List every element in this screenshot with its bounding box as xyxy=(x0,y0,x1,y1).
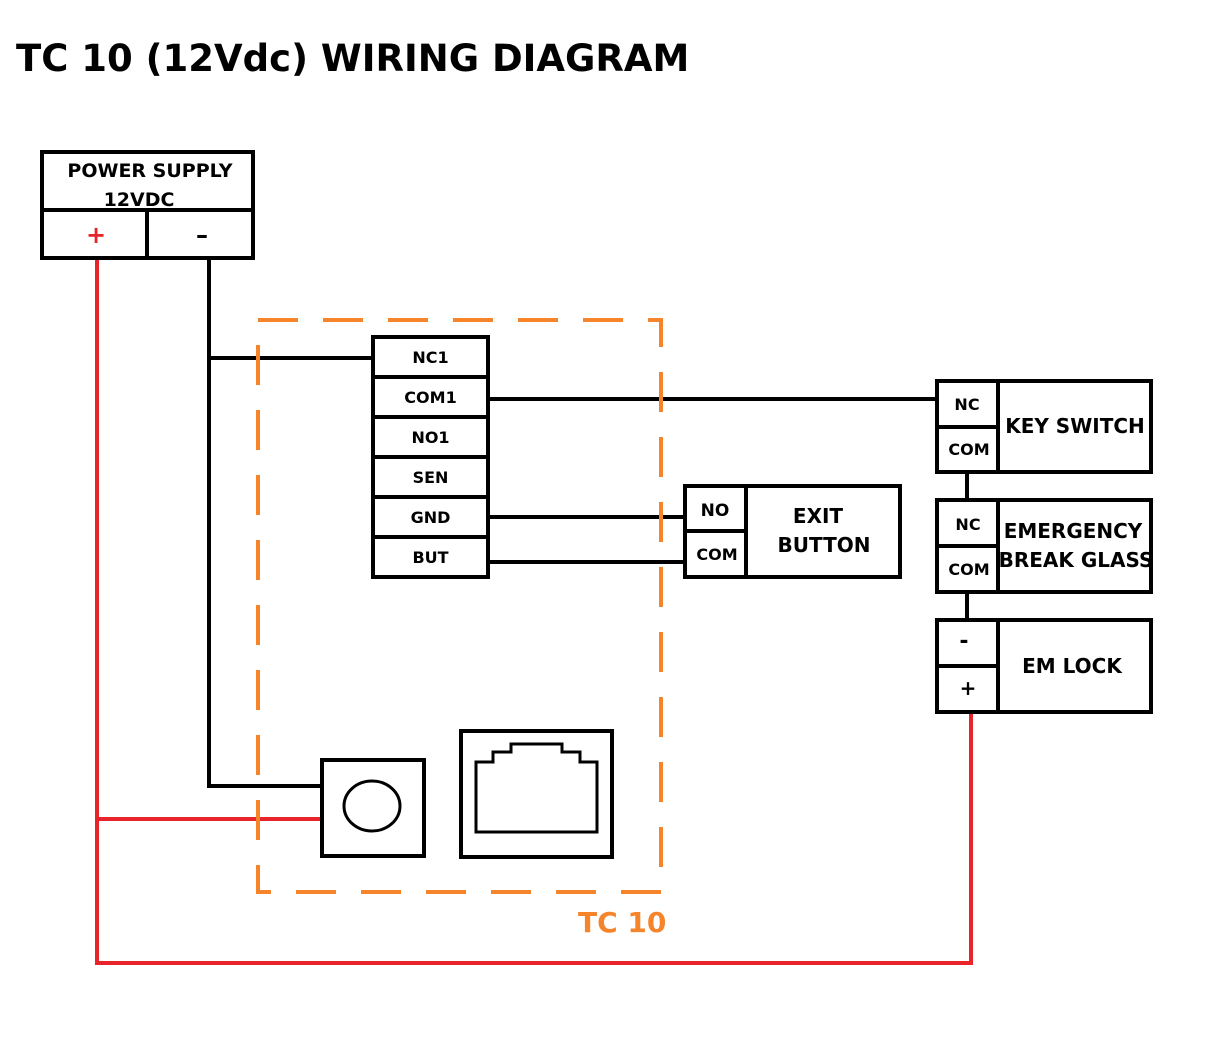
break-glass-com-terminal: COM xyxy=(948,560,989,579)
terminal-gnd-cell xyxy=(371,495,490,539)
key-switch-nc-terminal: NC xyxy=(954,395,979,414)
terminal-gnd-label: GND xyxy=(411,508,451,527)
ethernet-port-box xyxy=(459,729,614,859)
ethernet-port xyxy=(459,729,614,859)
power-supply-voltage: 12VDC xyxy=(104,189,175,211)
terminal-com1-label: COM1 xyxy=(404,388,456,407)
tc10-label: TC 10 xyxy=(578,906,666,939)
wires xyxy=(95,259,973,965)
key-switch-com-terminal: COM xyxy=(948,440,989,459)
break-glass-nc-terminal: NC xyxy=(955,515,980,534)
exit-button-com-terminal: COM xyxy=(696,545,737,564)
break-glass-name-line2: BREAK GLASS xyxy=(999,548,1154,572)
em-lock-negative-terminal: - xyxy=(959,629,968,654)
key-switch: NC COM KEY SWITCH xyxy=(935,379,1153,474)
exit-button-no-terminal: NO xyxy=(701,501,730,521)
dc-jack xyxy=(320,758,426,858)
terminal-com1-cell xyxy=(371,375,490,419)
em-lock-name: EM LOCK xyxy=(1022,654,1123,678)
negative-wire xyxy=(207,259,374,788)
em-lock: - + EM LOCK xyxy=(935,618,1153,714)
exit-button: NO COM EXIT BUTTON xyxy=(683,484,902,579)
break-glass-name-line1: EMERGENCY xyxy=(1004,519,1143,543)
exit-button-name-line1: EXIT xyxy=(793,504,844,528)
terminal-no1-label: NO1 xyxy=(411,428,449,447)
ethernet-jack-icon xyxy=(474,742,599,834)
terminal-nc1-label: NC1 xyxy=(412,348,448,367)
break-glass: NC COM EMERGENCY BREAK GLASS xyxy=(935,498,1154,594)
dc-jack-box xyxy=(320,758,426,858)
terminal-but-label: BUT xyxy=(412,548,448,567)
power-supply-name: POWER SUPPLY xyxy=(67,160,232,182)
exit-button-name-line2: BUTTON xyxy=(778,533,871,557)
power-supply-positive: + xyxy=(86,221,106,249)
terminal-but-cell xyxy=(371,535,490,579)
diagram-title: TC 10 (12Vdc) WIRING DIAGRAM xyxy=(16,37,689,80)
key-switch-name: KEY SWITCH xyxy=(1005,414,1145,438)
terminal-sen-label: SEN xyxy=(413,468,449,487)
terminal-nc1-cell xyxy=(371,335,490,379)
terminal-sen-cell xyxy=(371,455,490,499)
tc10-outline xyxy=(256,318,663,894)
power-supply-negative: – xyxy=(196,221,208,249)
power-supply: POWER SUPPLY 12VDC + – xyxy=(40,150,255,260)
em-lock-positive-terminal: + xyxy=(960,676,977,700)
dc-jack-socket xyxy=(342,779,402,833)
positive-wire xyxy=(95,259,973,965)
